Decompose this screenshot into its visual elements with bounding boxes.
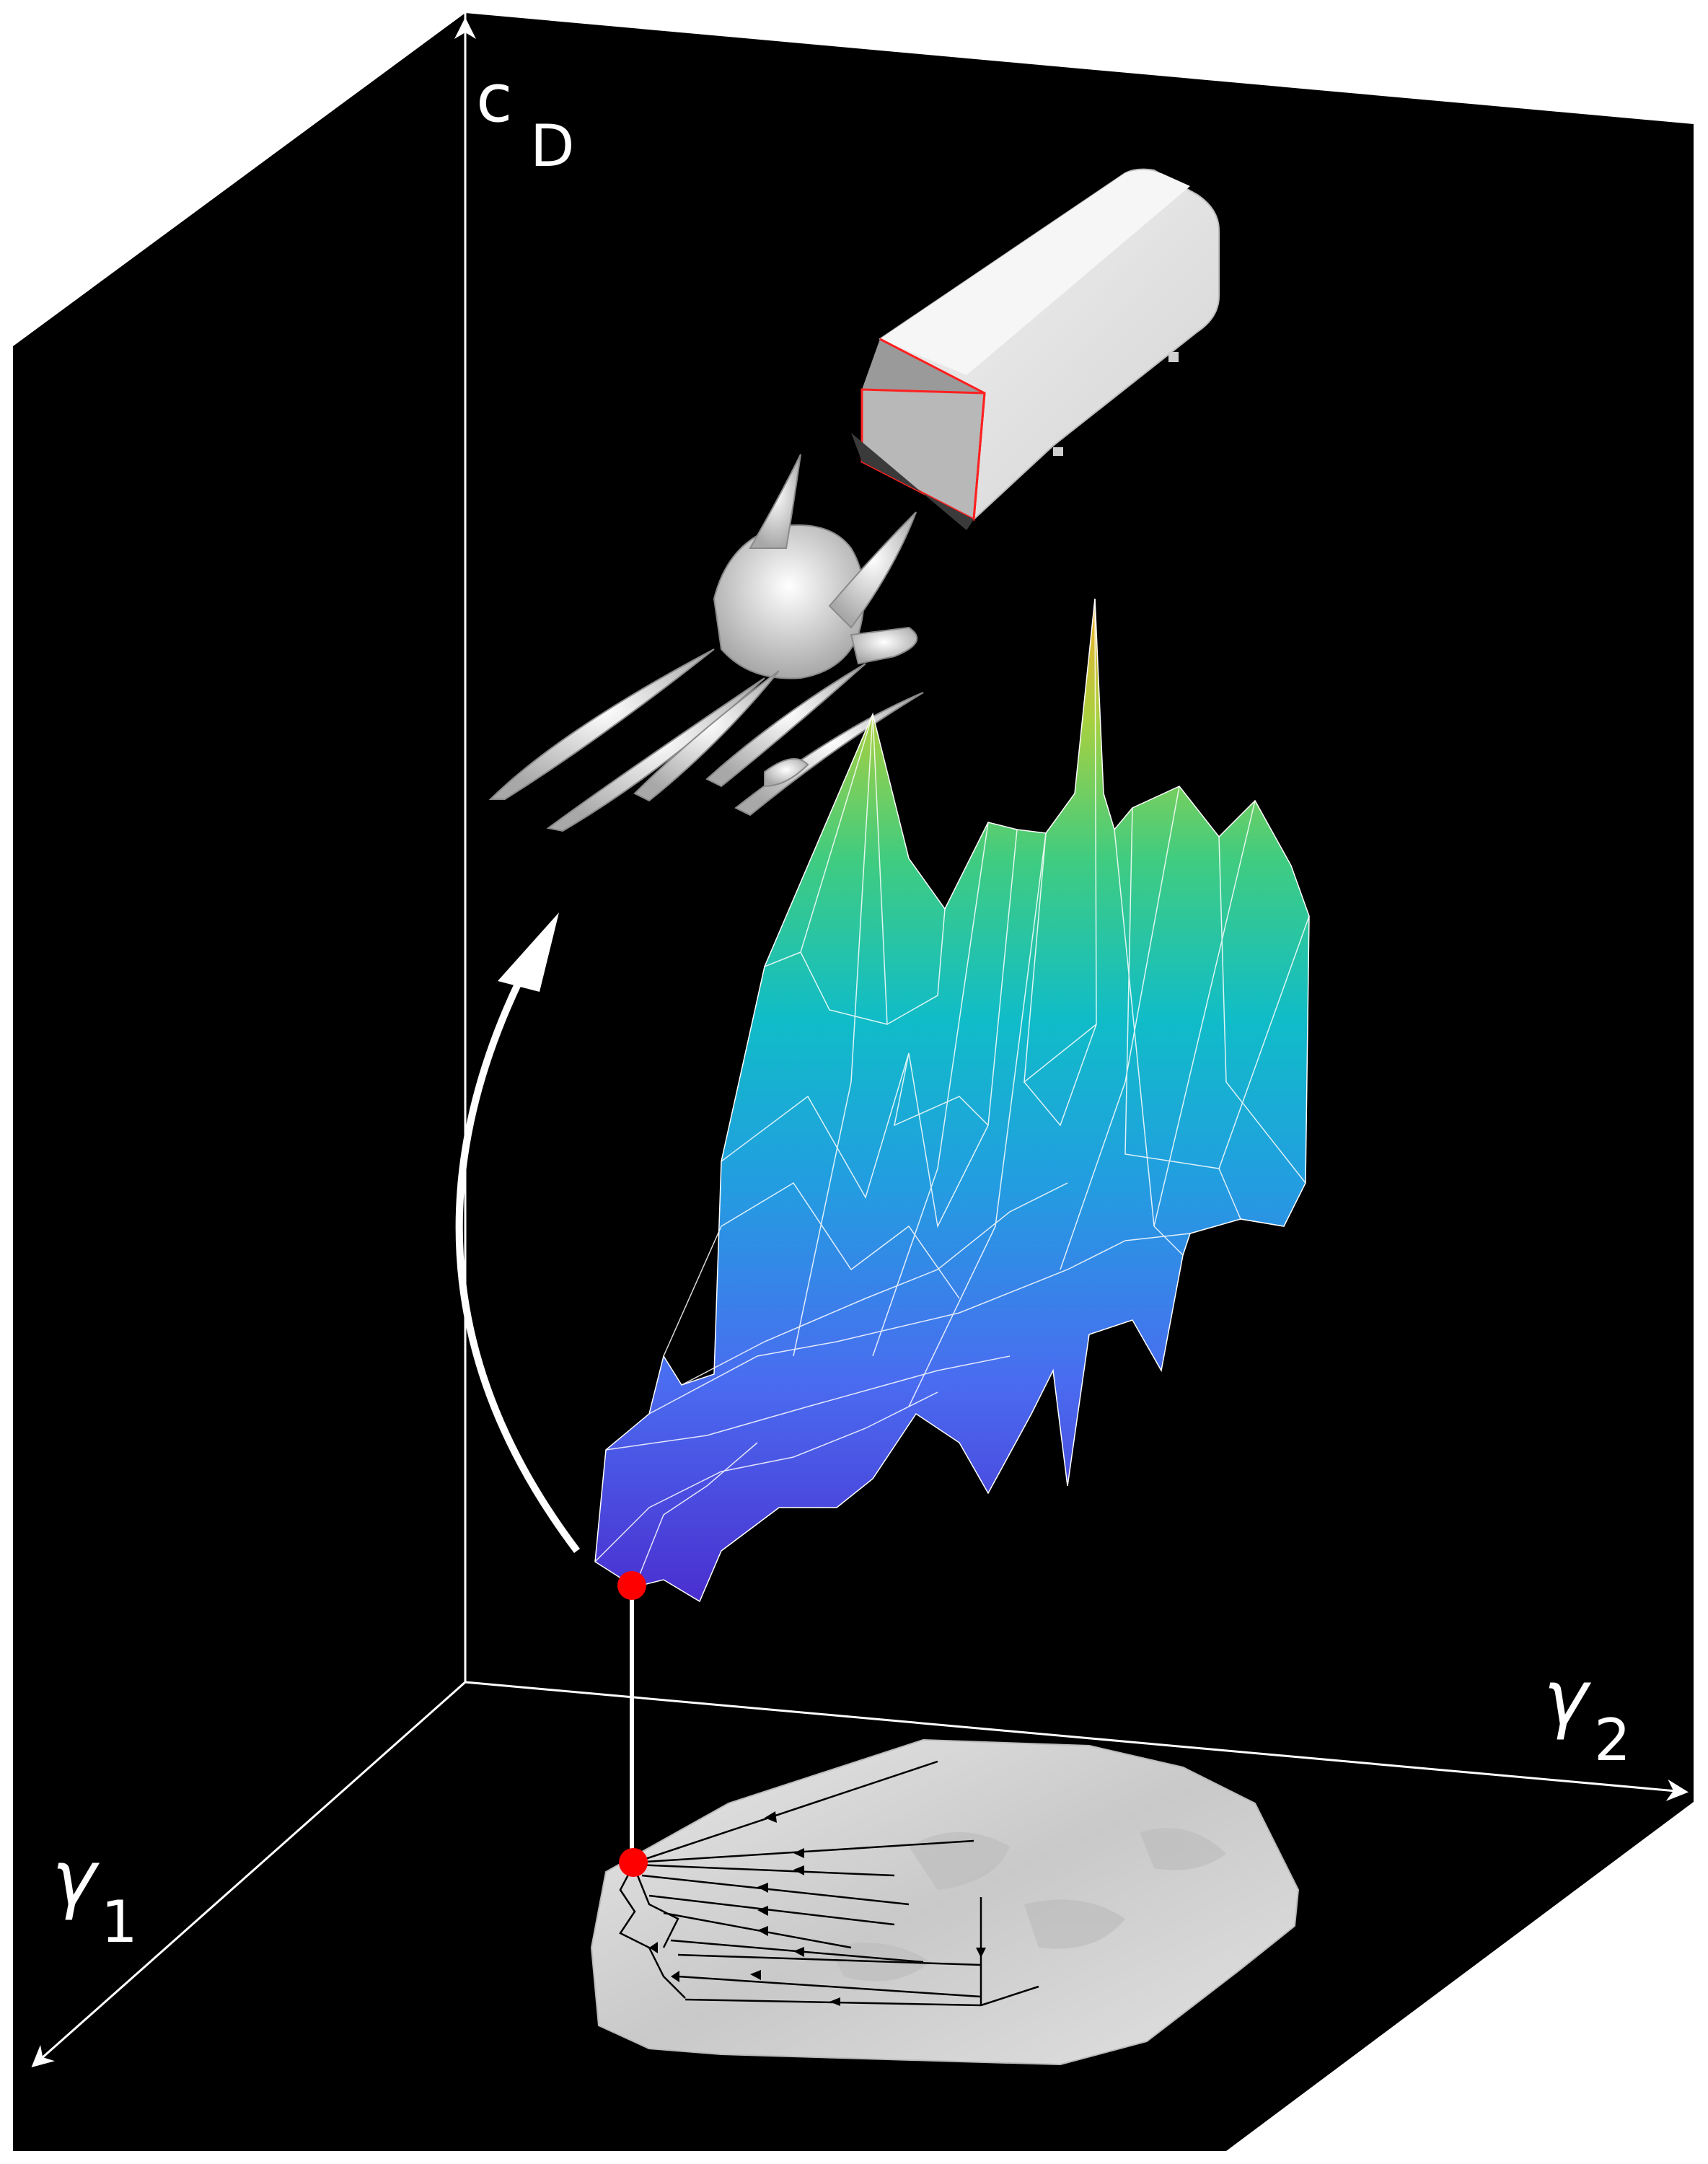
axis-gamma2 [465,1681,1689,1801]
axis-label-cd-subscript: D [530,113,575,180]
axis-label-gamma1: γ [52,1834,100,1922]
axis-label-gamma2: γ [1544,1654,1592,1742]
wake-isosurface-icon [488,454,924,832]
floor-minimum-marker [619,1848,648,1877]
floor-projection [590,1738,1300,2066]
axis-label-gamma2-subscript: 2 [1594,1707,1631,1774]
axis-label-cd: c [476,60,513,137]
curved-arrow-icon [455,979,580,1554]
response-surface [594,598,1310,1603]
car-body-icon [851,168,1220,530]
surface-minimum-marker [617,1571,646,1600]
axis-gamma1 [31,1681,466,2067]
axis-label-gamma1-subscript: 1 [101,1888,138,1956]
curved-arrow-head [498,912,559,992]
